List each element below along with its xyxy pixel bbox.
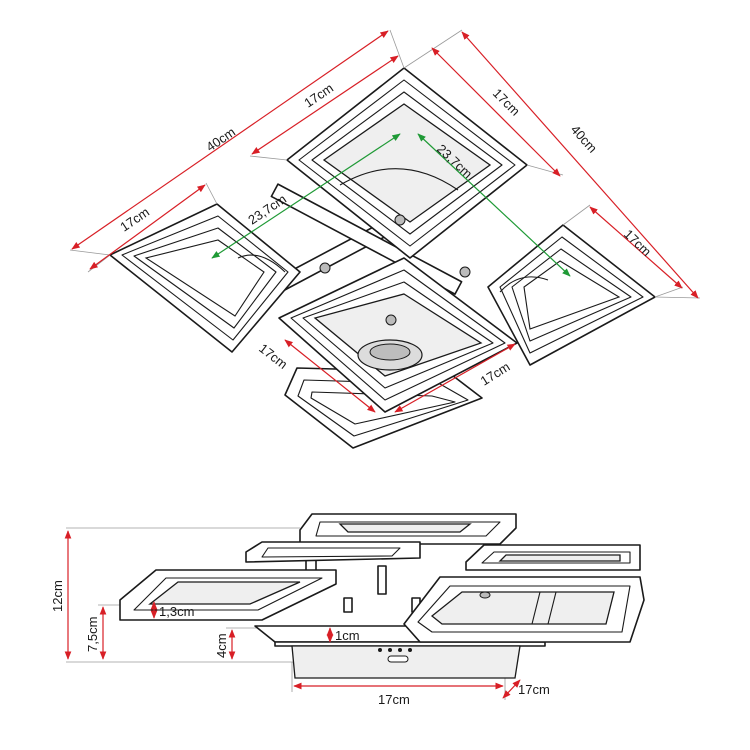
label-total-height: 12cm [50,580,65,612]
label-width-overall: 40cm [203,124,238,154]
ring-right-back [465,544,641,571]
label-depth-overall: 40cm [568,122,600,156]
side-view: 12cm 7,5cm 4cm 1,3cm 1cm 17cm 17cm [50,513,645,707]
label-square-left: 17cm [117,204,152,234]
label-square-top-left: 17cm [301,80,336,110]
dim-line-base-depth [502,679,521,699]
side-extension-lines [66,527,506,700]
ring-left-back [245,541,421,563]
label-base-width: 17cm [378,692,410,707]
label-square-front-left: 17cm [256,341,290,372]
label-square-right: 17cm [621,226,654,259]
label-plate-thickness: 1cm [335,628,360,643]
diagonal-line-left [211,133,401,259]
label-square-front-right: 17cm [478,359,513,389]
dim-line-square-front-right [394,343,516,413]
diagonal-line-right [417,133,571,277]
dim-line-square-front-left [284,339,376,413]
label-square-top-right: 17cm [490,86,523,119]
label-base-depth: 17cm [518,682,550,697]
label-base-height: 4cm [214,633,229,658]
top-view: 40cm 17cm 17cm 40cm 17cm 17cm 17cm 17cm … [69,29,701,449]
label-arm-height: 7,5cm [85,617,100,652]
ring-top [299,513,517,545]
dim-line-square-left [89,184,206,270]
ring-left-front [119,569,337,621]
label-ring-thickness: 1,3cm [159,604,194,619]
ring-right-front [403,576,645,643]
dim-line-square-right [589,206,683,289]
